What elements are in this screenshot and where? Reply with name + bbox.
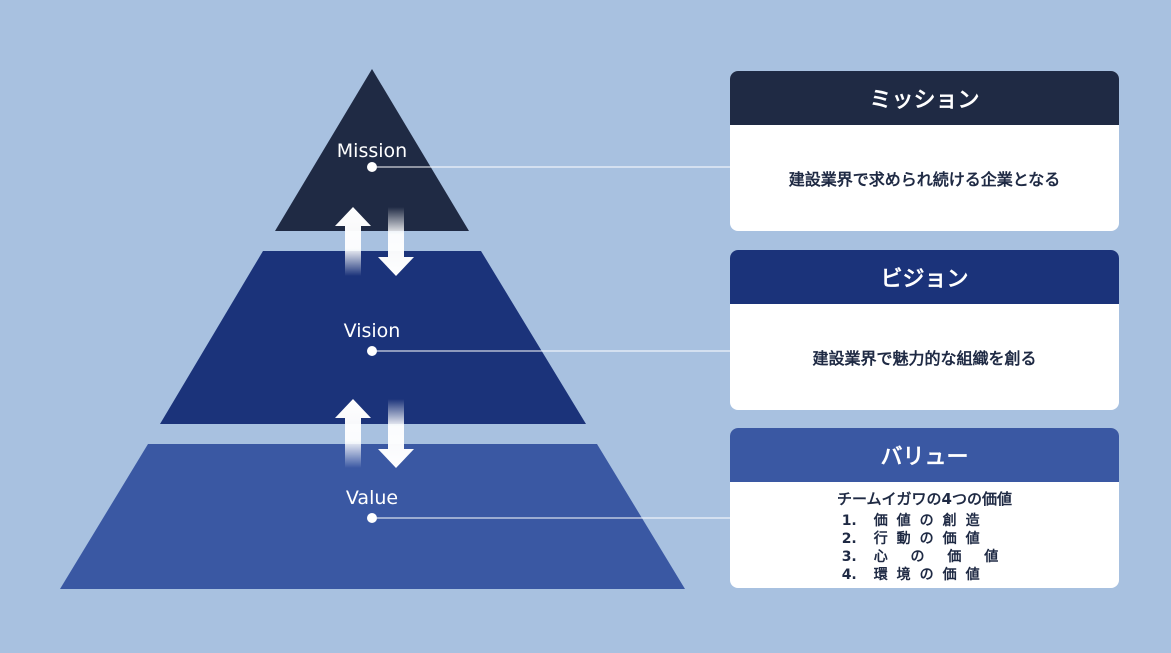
arrow-down-icon [378, 207, 414, 276]
list-item-text: 価値の創造 [873, 513, 989, 529]
list-item-text: 心 の 価 値 [873, 549, 1008, 565]
list-item: 2. 行動の価値 [842, 530, 1008, 548]
list-item-text: 環境の価値 [873, 567, 989, 583]
list-item-number: 3. [841, 549, 857, 565]
pyramid-tier-mission [275, 69, 469, 231]
value-card-body: チームイガワの4つの価値 1. 価値の創造 2. 行動の価値 3. 心 の 価 値 4… [730, 482, 1119, 588]
value-list: 1. 価値の創造 2. 行動の価値 3. 心 の 価 値 4. 環境の価値 [842, 512, 1008, 584]
vision-tier-label: Vision [344, 320, 401, 342]
mission-connector-dot [367, 162, 377, 172]
vision-card-body: 建設業界で魅力的な組織を創る [812, 349, 1037, 368]
vision-card: ビジョン 建設業界で魅力的な組織を創る [730, 250, 1119, 410]
arrow-up-icon [335, 207, 371, 276]
mission-card: ミッション 建設業界で求められ続ける企業となる [730, 71, 1119, 231]
value-tier-label: Value [346, 487, 398, 509]
value-connector-dot [367, 513, 377, 523]
list-item-number: 2. [841, 531, 857, 547]
value-card: バリュー チームイガワの4つの価値 1. 価値の創造 2. 行動の価値 3. 心 の … [730, 428, 1119, 588]
mission-card-body: 建設業界で求められ続ける企業となる [788, 170, 1061, 189]
list-item: 1. 価値の創造 [842, 512, 1008, 530]
pyramid-tier-vision [160, 251, 586, 424]
mission-tier-label: Mission [337, 140, 407, 162]
list-item-number: 1. [841, 513, 857, 529]
list-item-text: 行動の価値 [873, 531, 989, 547]
arrow-up-icon [335, 399, 371, 468]
list-item: 3. 心 の 価 値 [842, 548, 1008, 566]
value-card-subtitle: チームイガワの4つの価値 [837, 490, 1012, 508]
list-item-number: 4. [841, 567, 857, 583]
list-item: 4. 環境の価値 [842, 566, 1008, 584]
vision-connector-dot [367, 346, 377, 356]
vision-card-title: ビジョン [730, 250, 1119, 304]
mission-card-title: ミッション [730, 71, 1119, 125]
arrow-down-icon [378, 399, 414, 468]
value-card-title: バリュー [730, 428, 1119, 482]
